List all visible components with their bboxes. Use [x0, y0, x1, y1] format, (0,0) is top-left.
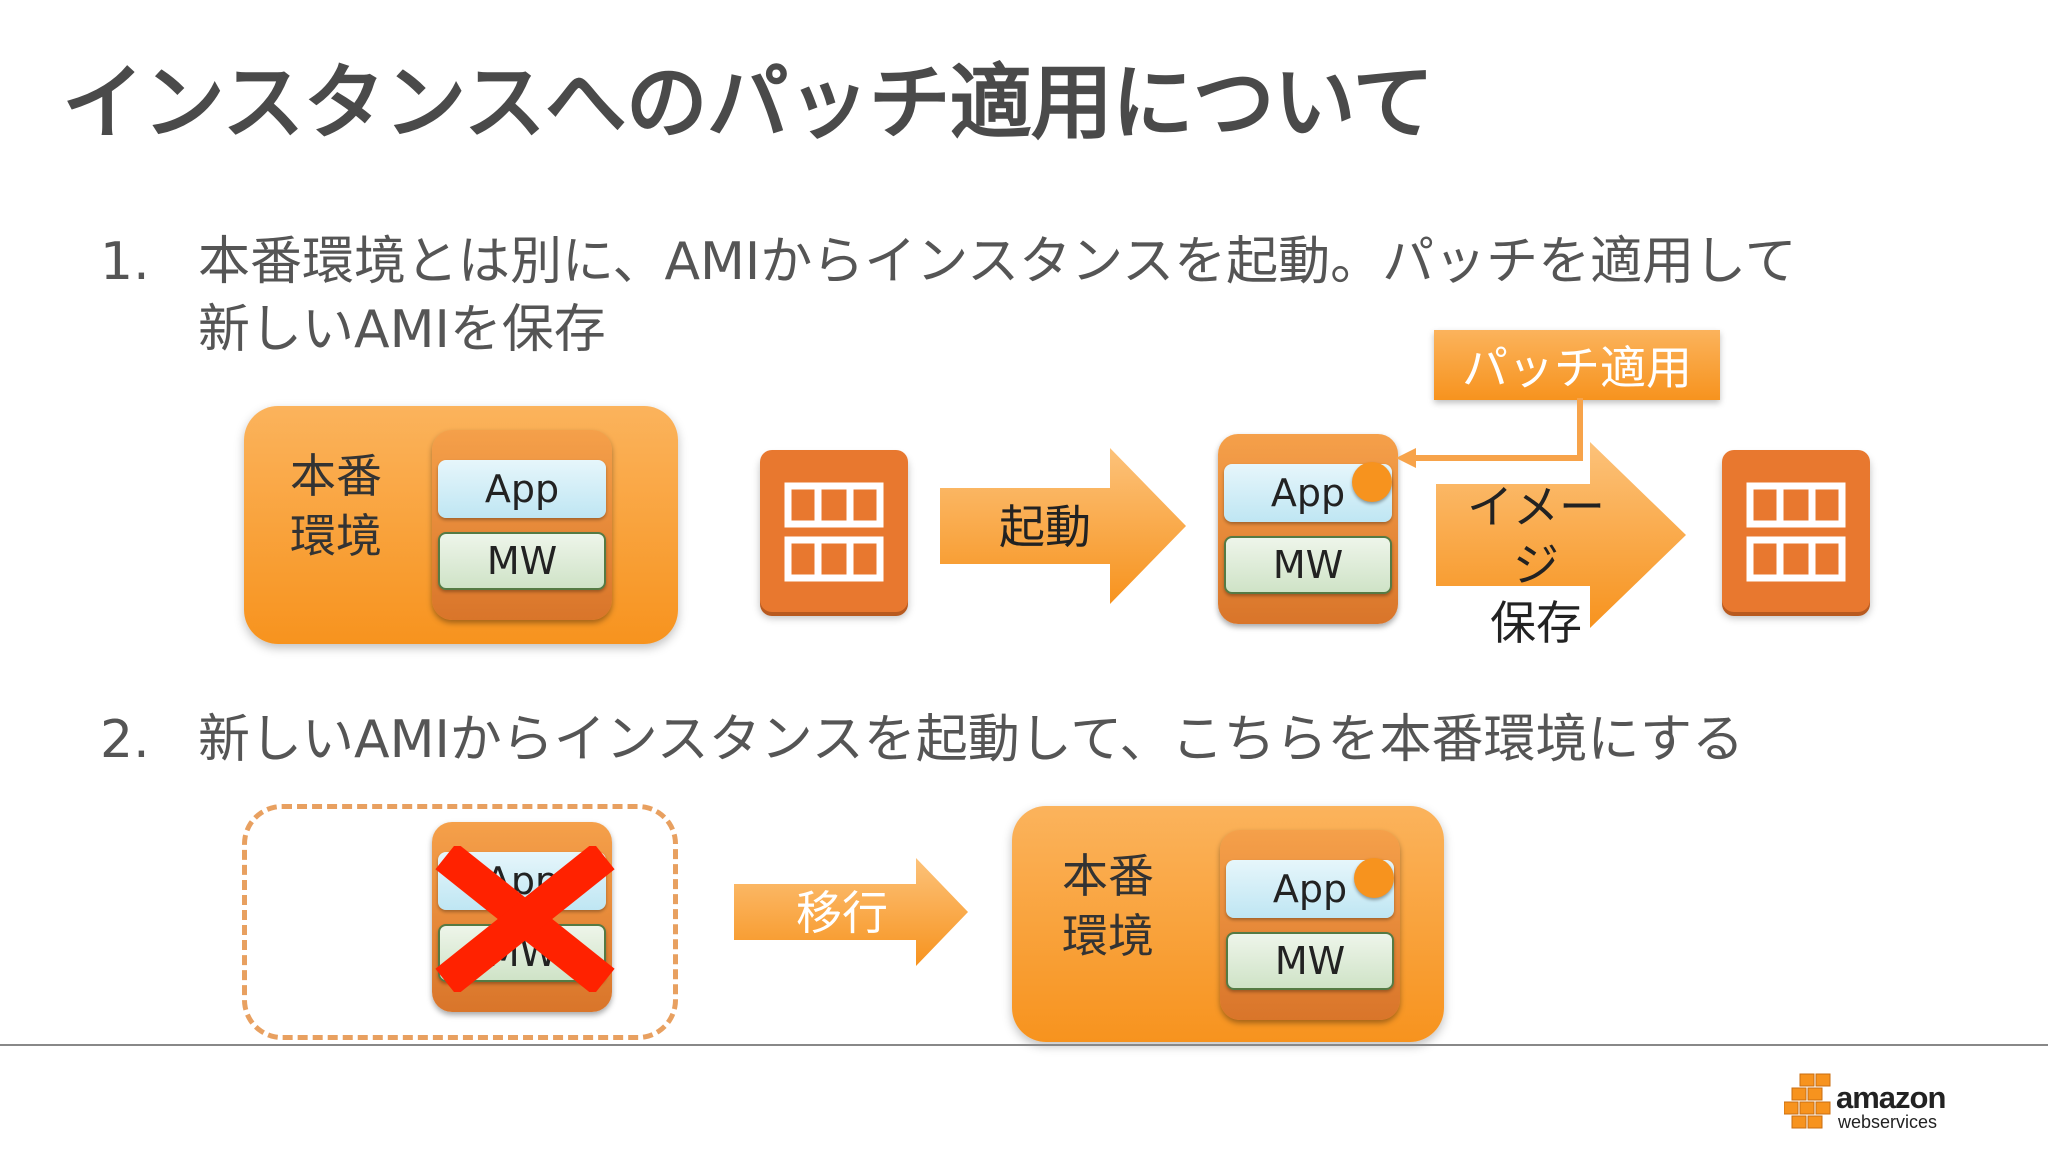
new-instance-stack: App MW — [1220, 830, 1400, 1020]
step-1: 1. 本番環境とは別に、AMIからインスタンスを起動。パッチを適用して 新しいA… — [100, 228, 2000, 368]
step-1-line-1: 本番環境とは別に、AMIからインスタンスを起動。パッチを適用して — [198, 232, 1797, 292]
save-image-arrow-label: イメージ 保存 — [1446, 478, 1626, 652]
ami-grid-icon — [784, 482, 884, 582]
ami-icon — [760, 450, 908, 612]
aws-logo-line-2: webservices — [1838, 1112, 1938, 1132]
save-image-arrow — [1436, 442, 1686, 628]
step-1-line-2: 新しいAMIを保存 — [198, 300, 606, 360]
footer-divider — [0, 1044, 2048, 1046]
page-title: インスタンスへのパッチ適用について — [62, 56, 1434, 151]
mw-layer: MW — [1226, 932, 1394, 990]
production-environment-box: 本番 環境 App MW — [244, 406, 678, 644]
env-label: 本番 環境 — [290, 446, 382, 566]
ami-grid-icon — [1746, 482, 1846, 582]
env-label-line-1: 本番 — [1062, 849, 1154, 903]
step-2-number: 2. — [100, 710, 150, 770]
step-2-line-1: 新しいAMIからインスタンスを起動して、こちらを本番環境にする — [198, 710, 1745, 770]
save-image-label-line-2: 保存 — [1490, 596, 1582, 650]
new-ami-icon — [1722, 450, 1870, 612]
migrate-arrow-label: 移行 — [796, 886, 888, 940]
env-label-line-2: 環境 — [1062, 909, 1154, 963]
aws-logo: amazon webservices — [1784, 1068, 1984, 1138]
env-label-line-1: 本番 — [290, 449, 382, 503]
mw-layer: MW — [1224, 536, 1392, 594]
env-label: 本番 環境 — [1062, 846, 1154, 966]
new-production-environment-box: 本番 環境 App MW — [1012, 806, 1444, 1042]
patched-instance-stack: App MW — [1218, 434, 1398, 624]
save-image-label-line-1: イメージ — [1467, 480, 1605, 592]
cross-icon — [435, 846, 615, 992]
migrate-arrow — [734, 858, 968, 966]
step-1-number: 1. — [100, 232, 150, 292]
aws-cubes-icon — [1784, 1073, 1831, 1129]
env-label-line-2: 環境 — [290, 509, 382, 563]
launch-arrow-label: 起動 — [999, 500, 1091, 554]
patch-callout: パッチ適用 — [1434, 330, 1720, 400]
callout-connector — [1396, 398, 1583, 468]
app-layer: App — [438, 460, 606, 518]
aws-logo-line-1: amazon — [1836, 1080, 1946, 1115]
patch-dot — [1352, 462, 1392, 502]
old-environment-dashed-box — [242, 804, 678, 1040]
launch-arrow — [940, 448, 1186, 604]
patch-dot — [1354, 858, 1394, 898]
mw-layer: MW — [438, 532, 606, 590]
instance-stack: App MW — [432, 430, 612, 620]
step-2: 2. 新しいAMIからインスタンスを起動して、こちらを本番環境にする — [100, 706, 2000, 776]
